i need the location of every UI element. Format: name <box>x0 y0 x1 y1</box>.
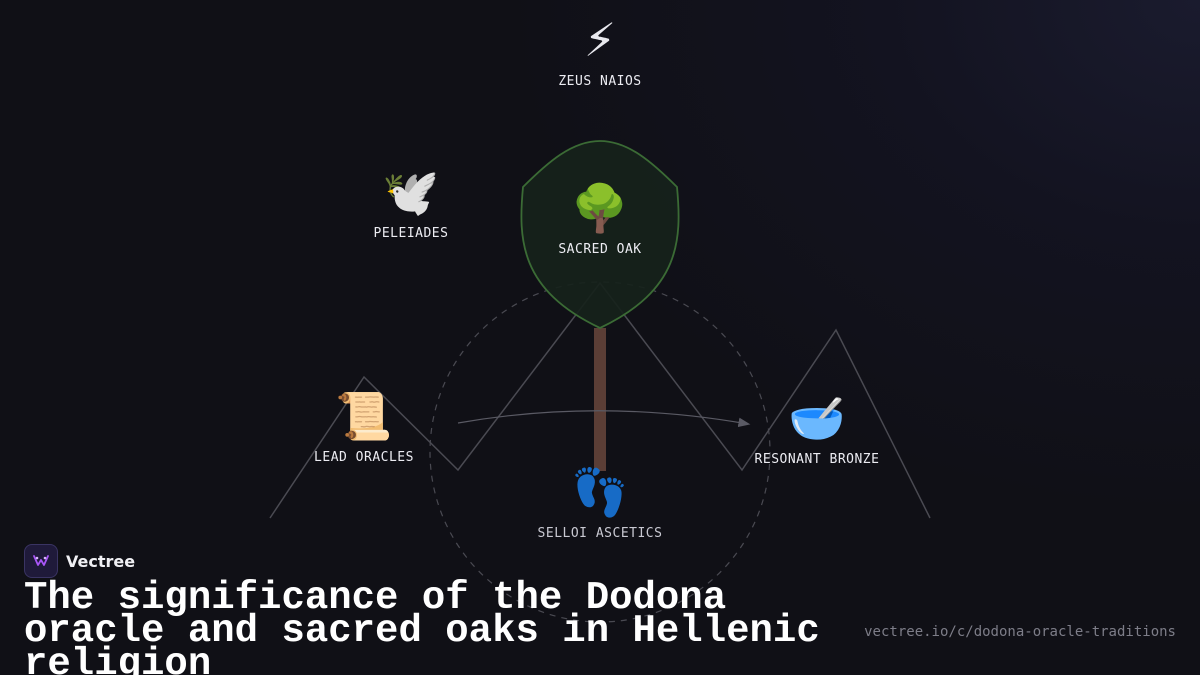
scroll-icon: 📜 <box>335 389 393 443</box>
node-label: ZEUS NAIOS <box>558 74 642 89</box>
node-selloi-ascetics: 👣 SELLOI ASCETICS <box>538 466 663 541</box>
oak-canopy <box>520 140 680 329</box>
vectree-logo-icon <box>24 544 58 578</box>
oak-tree-icon: 🌳 <box>571 181 629 235</box>
dove-icon: 🕊️ <box>382 165 440 219</box>
node-lead-oracles: 📜 LEAD ORACLES <box>314 390 414 465</box>
node-zeus-naios: ⚡ ZEUS NAIOS <box>558 14 641 89</box>
node-label: SACRED OAK <box>558 242 642 257</box>
node-peleiades: 🕊️ PELEIADES <box>374 166 449 241</box>
node-resonant-bronze: 🥣 RESONANT BRONZE <box>755 392 880 467</box>
oak-trunk <box>594 328 606 471</box>
lightning-bolt-icon: ⚡ <box>583 13 617 67</box>
footprints-icon: 👣 <box>571 465 629 519</box>
node-label: SELLOI ASCETICS <box>537 526 663 541</box>
sanctuary-dashed-circle <box>429 281 771 623</box>
node-sacred-oak: 🌳 SACRED OAK <box>558 182 641 257</box>
source-url[interactable]: vectree.io/c/dodona-oracle-traditions <box>864 624 1176 640</box>
node-label: LEAD ORACLES <box>314 450 414 465</box>
brand: Vectree <box>24 544 135 578</box>
node-label: RESONANT BRONZE <box>754 452 880 467</box>
oracle-to-bronze-arrow <box>457 410 751 428</box>
node-label: PELEIADES <box>373 226 449 241</box>
brand-name: Vectree <box>66 551 136 571</box>
bronze-bowl-icon: 🥣 <box>788 391 846 445</box>
page-title: The significance of the Dodona oracle an… <box>24 576 820 675</box>
